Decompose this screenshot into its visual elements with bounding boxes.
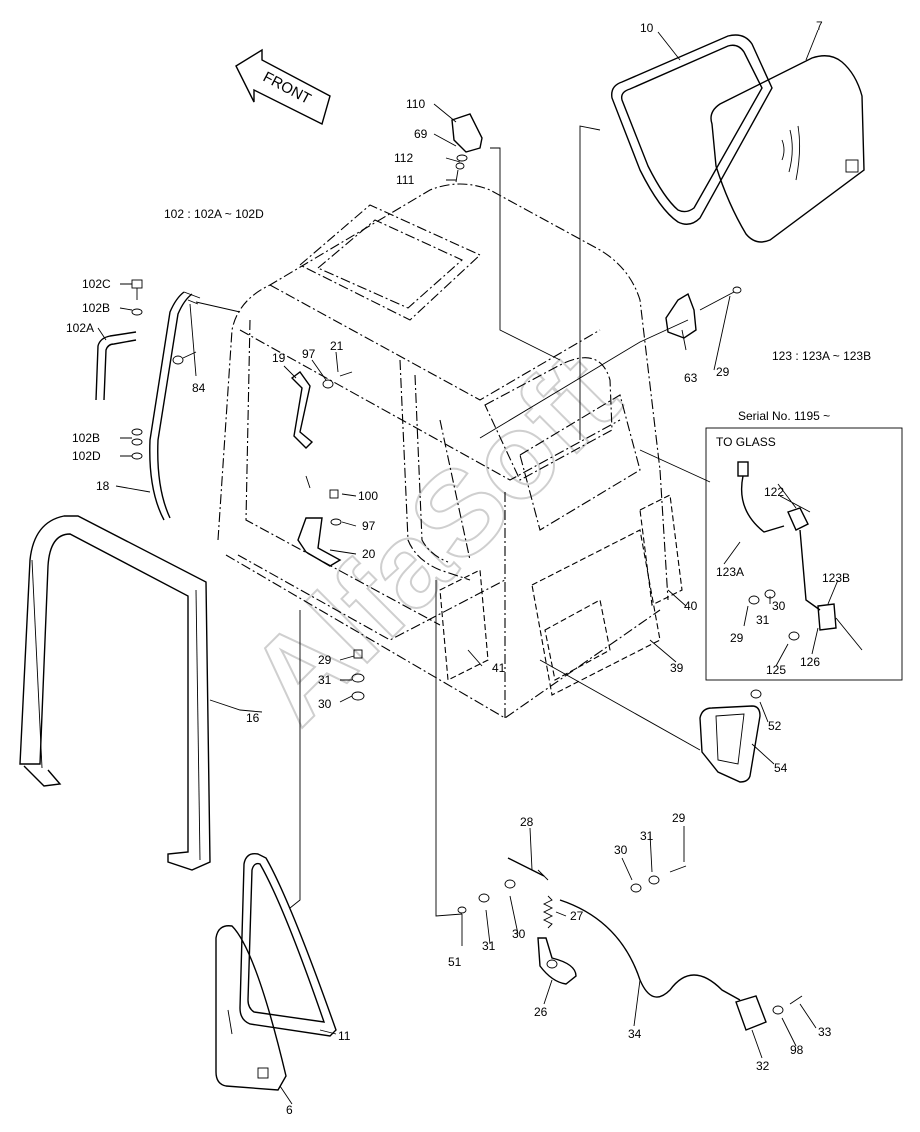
label-102B-top: 102B [82, 301, 110, 315]
pipe-102A [95, 331, 137, 401]
label-110: 110 [406, 97, 425, 111]
label-100: 100 [358, 489, 378, 503]
latch-32 [735, 995, 803, 1031]
latch-63 [665, 286, 742, 339]
label-34: 34 [628, 1027, 642, 1041]
label-102C: 102C [82, 277, 111, 291]
label-28: 28 [520, 815, 534, 829]
grab-handle-20 [297, 517, 342, 567]
panel-41 [439, 569, 489, 681]
label-29-top: 29 [716, 365, 730, 379]
label-20: 20 [362, 547, 376, 561]
cab-frame [217, 183, 669, 719]
label-52: 52 [768, 719, 782, 733]
serial-inset: Serial No. 1195 ~ TO GLASS [705, 409, 903, 681]
label-30-serial: 30 [772, 599, 786, 613]
label-123B: 123B [822, 571, 850, 585]
label-84: 84 [192, 381, 206, 395]
label-31-bot-l: 31 [482, 939, 496, 953]
label-69: 69 [414, 127, 428, 141]
label-31-serial: 31 [756, 613, 770, 627]
label-29-serial: 29 [730, 631, 744, 645]
label-31-bot-r: 31 [640, 829, 654, 843]
watermark: AlfaSoft [224, 328, 644, 748]
range-note-123: 123 : 123A ~ 123B [772, 349, 871, 363]
label-7: 7 [816, 19, 823, 33]
bolts-97-21-100 [322, 371, 353, 526]
range-note-102: 102 : 102A ~ 102D [164, 207, 264, 221]
label-33: 33 [818, 1025, 832, 1039]
label-54: 54 [774, 761, 788, 775]
label-98: 98 [790, 1043, 804, 1057]
label-6: 6 [286, 1103, 293, 1117]
bolt-102C [131, 279, 143, 300]
label-18: 18 [96, 479, 110, 493]
label-27: 27 [570, 909, 584, 923]
bracket-110-assembly [451, 113, 483, 183]
window-glass-6 [215, 925, 287, 1091]
label-51: 51 [448, 955, 462, 969]
fasteners-left [351, 649, 365, 701]
cable-34 [559, 899, 741, 1001]
label-102D: 102D [72, 449, 101, 463]
label-112: 112 [394, 151, 413, 165]
front-arrow: FRONT [235, 48, 331, 126]
label-30-left: 30 [318, 697, 332, 711]
panel-39 [531, 529, 661, 696]
to-glass-note: TO GLASS [716, 435, 776, 449]
label-123A: 123A [716, 565, 744, 579]
striker-54 [699, 689, 762, 783]
label-30-bot-r: 30 [614, 843, 628, 857]
grab-handle-19 [290, 371, 314, 449]
window-seal-10 [611, 34, 773, 225]
label-97-top: 97 [302, 347, 316, 361]
label-63: 63 [684, 371, 698, 385]
panel-40 [639, 494, 683, 606]
label-26: 26 [534, 1005, 548, 1019]
fasteners-bottom [457, 865, 687, 914]
leader-lines [97, 29, 839, 1105]
label-11: 11 [338, 1029, 351, 1043]
door-seal-16 [19, 515, 211, 871]
label-41: 41 [492, 661, 506, 675]
label-40: 40 [684, 599, 698, 613]
handrail-18 [149, 291, 201, 521]
label-111: 111 [396, 173, 415, 187]
label-19: 19 [272, 351, 286, 365]
part-labels: 10 7 110 69 112 111 102C 102B 102A 84 10… [66, 19, 850, 1117]
bolt-84 [172, 351, 197, 365]
label-30-bot-l: 30 [512, 927, 526, 941]
spring-27 [542, 895, 554, 929]
lever-26 [537, 937, 577, 985]
label-102A: 102A [66, 321, 94, 335]
label-21: 21 [330, 339, 344, 353]
washers-102B-102D [131, 308, 143, 460]
label-16: 16 [246, 711, 260, 725]
label-29-left: 29 [318, 653, 332, 667]
window-seal-11 [239, 853, 337, 1037]
label-97-mid: 97 [362, 519, 376, 533]
label-10: 10 [640, 21, 654, 35]
window-glass-7 [710, 55, 865, 243]
label-39: 39 [670, 661, 684, 675]
label-125: 125 [766, 663, 786, 677]
serial-note: Serial No. 1195 ~ [738, 409, 830, 423]
rod-28 [507, 857, 549, 881]
label-32: 32 [756, 1059, 770, 1073]
label-122: 122 [764, 485, 784, 499]
label-102B-bot: 102B [72, 431, 100, 445]
label-126: 126 [800, 655, 820, 669]
front-arrow-label: FRONT [260, 69, 314, 108]
label-29-bot: 29 [672, 811, 686, 825]
label-31-left: 31 [318, 673, 332, 687]
